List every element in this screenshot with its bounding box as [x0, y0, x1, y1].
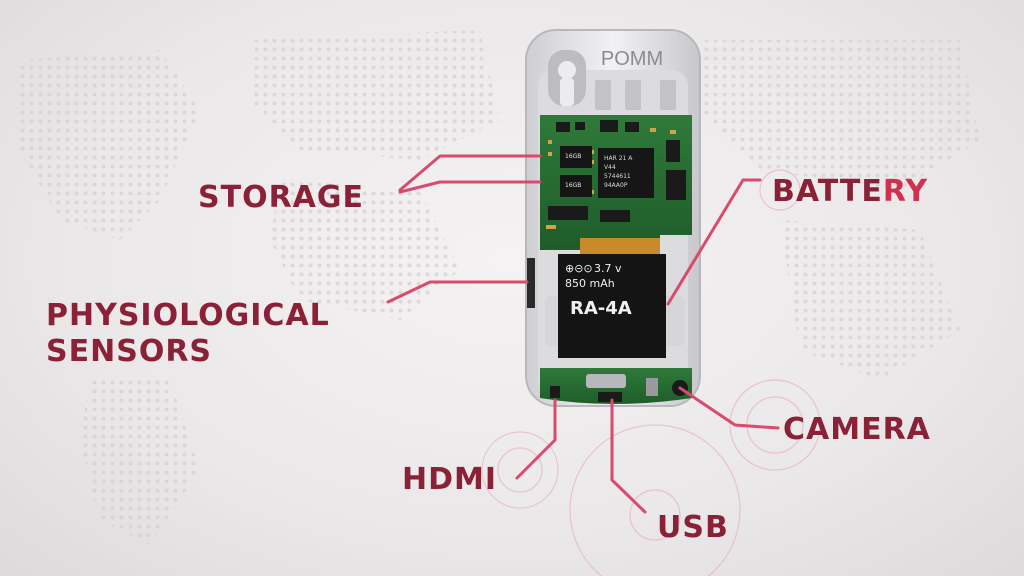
- svg-text:16GB: 16GB: [565, 153, 581, 160]
- leader-lines: [386, 154, 780, 514]
- battery-voltage: 3.7 v: [594, 262, 622, 275]
- battery-label-main: BATTE: [772, 174, 883, 209]
- battery-label-accent: RY: [882, 174, 929, 209]
- svg-text:V44: V44: [604, 164, 616, 171]
- processor-chip: [598, 148, 654, 198]
- storage-chip-b: [560, 175, 592, 197]
- battery-capacity: 850 mAh: [565, 277, 615, 290]
- sensors-label-line1: PHYSIOLOGICAL: [46, 298, 330, 333]
- background-map: [20, 30, 980, 545]
- phone-device: POMM 16GB 16GB HAR 21 A V44 5744611: [525, 29, 701, 407]
- hdmi-label: HDMI: [402, 462, 498, 497]
- battery: [558, 254, 666, 358]
- battery-leader: [666, 178, 762, 306]
- clip-hole: [558, 61, 576, 79]
- storage-leader-a: [398, 154, 542, 192]
- camera-leader: [678, 386, 780, 430]
- storage-label: STORAGE: [198, 180, 365, 215]
- svg-text:16GB: 16GB: [565, 182, 581, 189]
- svg-text:94AA0P: 94AA0P: [604, 182, 628, 189]
- usb-label: USB: [657, 510, 729, 545]
- sensors-leader: [386, 280, 529, 304]
- usb-port: [586, 374, 626, 388]
- storage-chip-a: [560, 146, 592, 168]
- usb-leader: [610, 398, 647, 514]
- decorative-rings: [481, 169, 821, 576]
- battery-label: BATTERY: [772, 174, 928, 210]
- storage-leader-b: [398, 180, 542, 194]
- camera-label: CAMERA: [783, 412, 931, 447]
- brand-logo: POMM: [601, 48, 663, 70]
- battery-symbols: ⊕⊝⊙: [565, 262, 593, 275]
- sensors-label-line2: SENSORS: [46, 334, 213, 369]
- svg-text:HAR 21 A: HAR 21 A: [604, 155, 633, 162]
- ribbon-connector: [580, 238, 660, 256]
- battery-model: RA-4A: [570, 298, 632, 319]
- pcb-components: [548, 120, 686, 222]
- hdmi-leader: [515, 398, 557, 480]
- sensor-strip: [527, 258, 535, 308]
- svg-text:5744611: 5744611: [604, 173, 631, 180]
- hdmi-port: [550, 386, 560, 398]
